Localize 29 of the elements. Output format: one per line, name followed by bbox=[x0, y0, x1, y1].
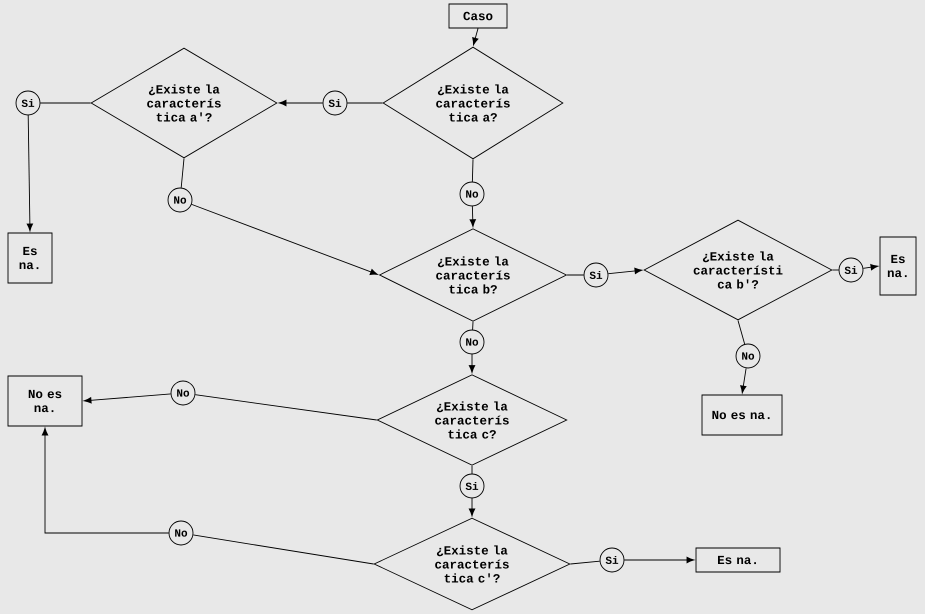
connector-line bbox=[347, 102, 383, 104]
arrow bbox=[472, 28, 478, 46]
connector-line bbox=[40, 102, 91, 104]
connector-line bbox=[180, 158, 184, 188]
connector-line bbox=[566, 274, 584, 276]
arrow bbox=[42, 428, 169, 534]
connector-line bbox=[192, 534, 374, 564]
arrow bbox=[740, 368, 747, 394]
result-box: Es na. bbox=[880, 236, 916, 296]
arrow bbox=[84, 394, 172, 404]
result-box: Es na. bbox=[696, 548, 780, 572]
arrow bbox=[608, 268, 642, 274]
connector-line bbox=[570, 560, 600, 564]
arrow bbox=[470, 206, 476, 227]
result-box: Es na. bbox=[8, 232, 52, 284]
result-box: No es na. bbox=[702, 394, 782, 436]
arrow bbox=[468, 354, 476, 373]
result-box: No es na. bbox=[8, 376, 82, 426]
arrow bbox=[278, 100, 323, 106]
arrow bbox=[862, 264, 878, 270]
arrow bbox=[468, 498, 476, 516]
arrow bbox=[26, 115, 34, 232]
arrow bbox=[624, 556, 694, 564]
arrow bbox=[191, 204, 378, 275]
connector-line bbox=[472, 159, 474, 182]
result-box: Caso bbox=[448, 4, 508, 28]
connector-line bbox=[738, 320, 746, 344]
connector-line bbox=[194, 394, 378, 420]
connector-line bbox=[472, 321, 474, 330]
